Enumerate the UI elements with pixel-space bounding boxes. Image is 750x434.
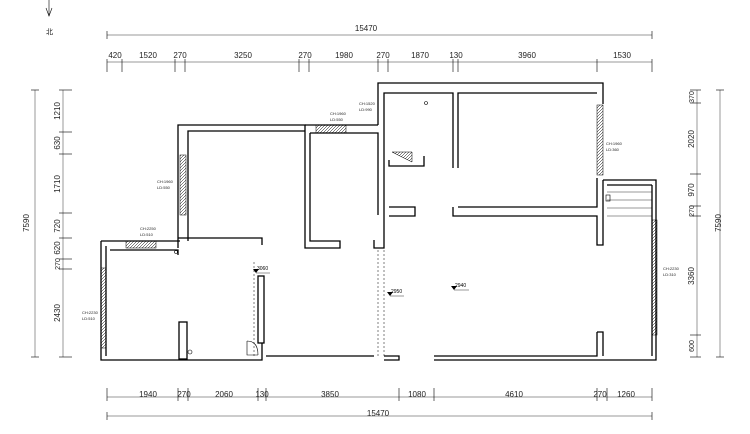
window-frames xyxy=(100,104,658,349)
top-dim: 1980 xyxy=(335,51,353,60)
top-dim: 1520 xyxy=(139,51,157,60)
bottom-dim: 1940 xyxy=(139,390,157,399)
right-dimension-lines xyxy=(690,89,724,358)
dashed-openings xyxy=(253,250,385,356)
left-dim: 720 xyxy=(53,219,62,233)
right-dim: 270 xyxy=(689,205,696,217)
bottom-dim: 1080 xyxy=(408,390,426,399)
left-dim: 1710 xyxy=(53,175,62,193)
bottom-dim: 3850 xyxy=(321,390,339,399)
bottom-dim: 270 xyxy=(593,390,607,399)
window-label-ld: LD:360 xyxy=(606,147,620,152)
window-label-ch: CH:1960 xyxy=(157,179,174,184)
top-overall-dimension: 15470 xyxy=(355,24,378,33)
top-dim: 1530 xyxy=(613,51,631,60)
window-label-ch: CH:1520 xyxy=(359,101,376,106)
right-dim: 600 xyxy=(689,340,696,352)
left-dim: 630 xyxy=(53,136,62,150)
level-label: 3060 xyxy=(257,266,268,272)
bottom-dim: 1260 xyxy=(617,390,635,399)
top-dim: 270 xyxy=(173,51,187,60)
top-dim: 270 xyxy=(376,51,390,60)
north-arrow-icon: 北 xyxy=(45,0,53,36)
bottom-dim: 4610 xyxy=(505,390,523,399)
top-dim: 130 xyxy=(449,51,463,60)
door-swings xyxy=(174,101,428,356)
window-label-ch: CH:2230 xyxy=(82,310,99,315)
level-label: 2950 xyxy=(391,289,402,295)
left-dimension-lines xyxy=(31,89,72,358)
top-dim: 1870 xyxy=(411,51,429,60)
window-label-ch: CH:2230 xyxy=(663,266,680,271)
window-label-ld: LD:510 xyxy=(82,316,96,321)
right-dim: 970 xyxy=(687,183,696,197)
top-dim: 3250 xyxy=(234,51,252,60)
top-dimension-lines xyxy=(106,31,653,72)
right-dim: 2020 xyxy=(687,130,696,148)
bottom-dim: 2060 xyxy=(215,390,233,399)
north-label: 北 xyxy=(46,28,53,36)
left-dim: 270 xyxy=(55,258,62,270)
window-label-ld: LD:990 xyxy=(359,107,373,112)
bottom-dim: 130 xyxy=(255,390,269,399)
right-overall-dimension: 7590 xyxy=(714,214,723,232)
bottom-dimension-lines xyxy=(106,388,653,420)
window-label-ld: LD:310 xyxy=(663,272,677,277)
top-dim: 420 xyxy=(108,51,122,60)
right-dim: 370 xyxy=(689,91,696,103)
window-label-ch: CH:1960 xyxy=(330,111,347,116)
left-overall-dimension: 7590 xyxy=(22,214,31,232)
top-dim: 270 xyxy=(298,51,312,60)
level-markers xyxy=(253,269,469,297)
top-dim: 3960 xyxy=(518,51,536,60)
left-dim: 620 xyxy=(53,241,62,255)
window-label-ch: CH:1960 xyxy=(606,141,623,146)
window-label-ch: CH:2250 xyxy=(140,226,157,231)
left-dim: 2430 xyxy=(53,304,62,322)
walls xyxy=(100,82,657,361)
level-label: 2940 xyxy=(455,283,466,289)
bottom-dim: 270 xyxy=(177,390,191,399)
window-label-ld: LD:510 xyxy=(140,232,154,237)
window-label-ld: LD:550 xyxy=(330,117,344,122)
bottom-overall-dimension: 15470 xyxy=(367,409,390,418)
window-label-ld: LD:550 xyxy=(157,185,171,190)
left-dim: 1210 xyxy=(53,102,62,120)
right-dim: 3360 xyxy=(687,267,696,285)
